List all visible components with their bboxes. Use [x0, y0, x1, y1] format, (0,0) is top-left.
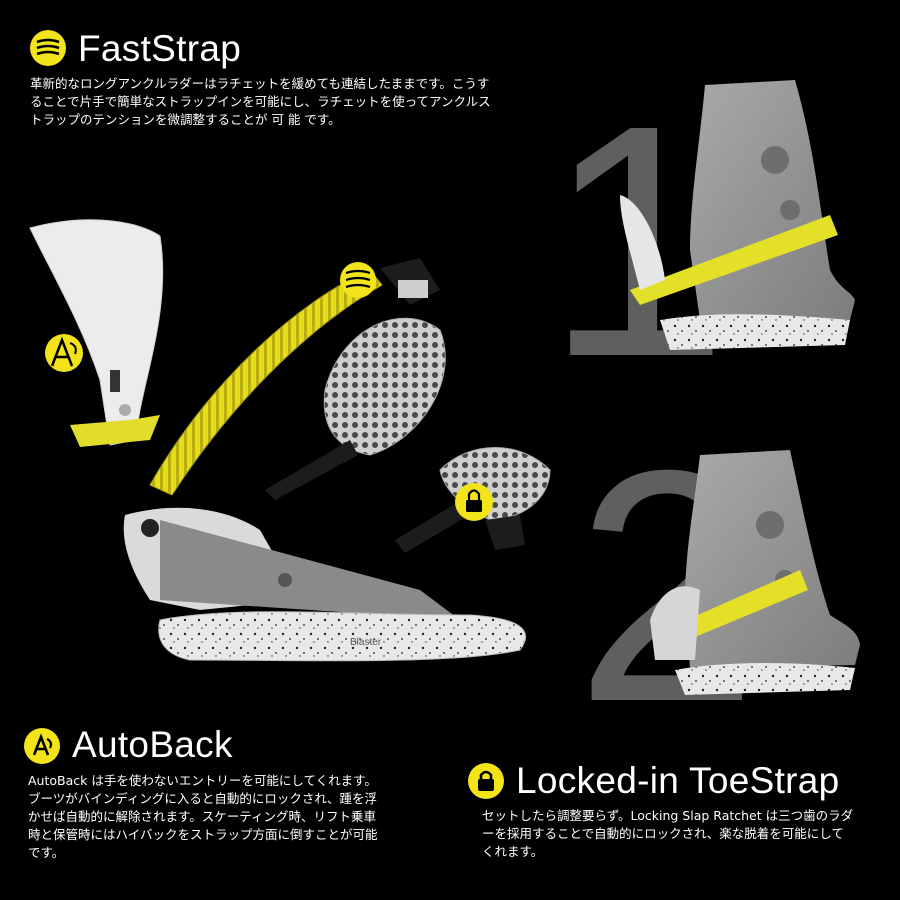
faststrap-title: FastStrap: [78, 28, 242, 69]
highback-part: [29, 219, 164, 447]
baseplate-part: Blaster: [123, 507, 526, 662]
ankle-ladder-part: [149, 269, 383, 496]
toestrap-icon: [468, 763, 504, 799]
autoback-title: AutoBack: [72, 724, 233, 765]
ankle-strap-part: [265, 317, 446, 500]
toestrap-description: セットしたら調整要らず。Locking Slap Ratchet は三つ歯のラダ…: [482, 808, 854, 859]
faststrap-description: 革新的なロングアンクルラダーはラチェットを緩めても連結したままです。こうすること…: [30, 76, 491, 127]
boot-step-2: [650, 450, 860, 695]
boot-step-1: [620, 80, 855, 350]
brand-mark: Blaster: [350, 637, 382, 648]
autoback-badge-icon: [45, 334, 83, 372]
autoback-icon: [24, 728, 60, 764]
ratchet-part: [380, 258, 440, 305]
autoback-description: AutoBack は手を使わないエントリーを可能にしてくれます。ブーツがバインデ…: [28, 773, 378, 860]
faststrap-icon: [30, 30, 66, 66]
toestrap-title: Locked-in ToeStrap: [516, 760, 840, 801]
padlock-badge-icon: [455, 483, 493, 521]
faststrap-badge-icon: [340, 262, 376, 298]
